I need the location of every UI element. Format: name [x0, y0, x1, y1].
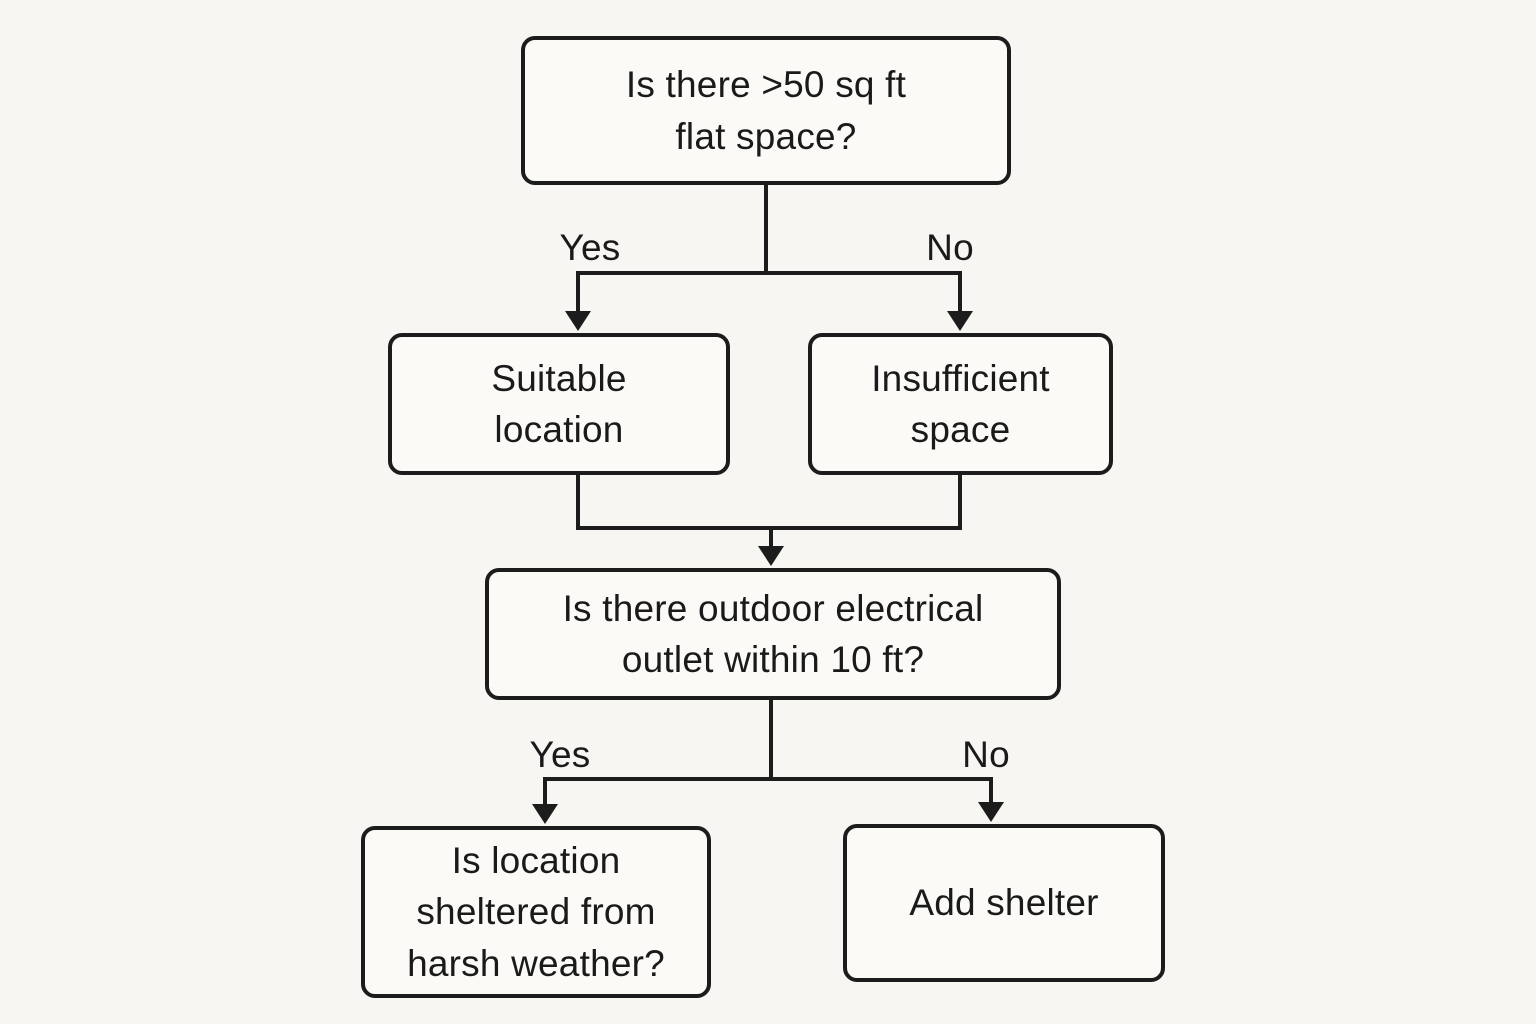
node-add-shelter: Add shelter — [843, 824, 1165, 982]
node-text-line: location — [494, 409, 624, 450]
node-question-flat-space: Is there >50 sq ft flat space? — [521, 36, 1011, 185]
node-suitable-location: Suitable location — [388, 333, 730, 475]
branch2-no-label: No — [962, 734, 1010, 775]
node-text-line: Is there outdoor electrical — [562, 587, 984, 629]
node-text-line: outlet within 10 ft? — [621, 639, 925, 680]
node-text-line: sheltered from — [416, 891, 656, 933]
node-text-line: Add shelter — [909, 882, 1099, 924]
node-text-line: Insufficient — [871, 357, 1050, 399]
node-question-sheltered-weather: Is location sheltered from harsh weather… — [361, 826, 711, 998]
edge-merge — [576, 473, 962, 530]
arrowhead-suitable — [565, 311, 591, 331]
arrowhead-insufficient — [947, 311, 973, 331]
edge-branch1 — [576, 271, 962, 313]
branch1-no-label: No — [926, 227, 974, 268]
node-text-line: Is location — [451, 840, 621, 882]
node-text-line: Is there >50 sq ft — [625, 64, 907, 106]
node-text-line: Suitable — [491, 357, 627, 399]
node-text-line: flat space? — [675, 115, 857, 157]
node-text-line: harsh weather? — [407, 942, 665, 984]
edge-branch2 — [543, 777, 993, 806]
node-insufficient-space: Insufficient space — [808, 333, 1113, 475]
branch1-yes-label: Yes — [559, 227, 621, 268]
arrowhead-sheltered — [532, 804, 558, 824]
branch2-yes-label: Yes — [529, 734, 591, 775]
arrowhead-q2 — [758, 546, 784, 566]
node-text-line: space — [910, 409, 1011, 450]
arrowhead-shelter — [978, 802, 1004, 822]
node-question-electrical-outlet: Is there outdoor electrical outlet withi… — [485, 568, 1061, 700]
